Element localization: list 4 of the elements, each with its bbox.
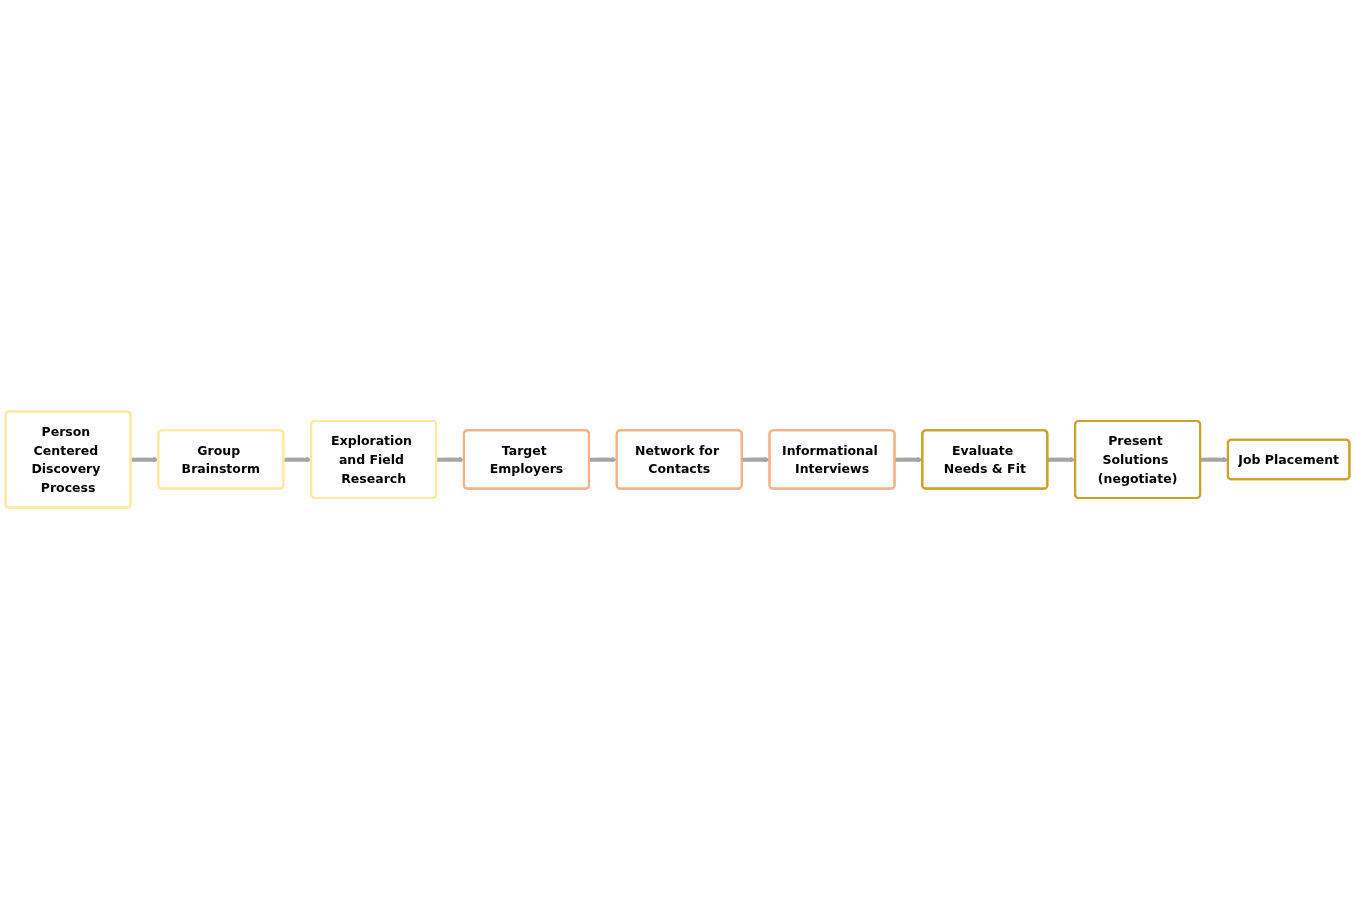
arrow bbox=[283, 456, 312, 463]
arrow bbox=[1047, 456, 1076, 463]
arrow bbox=[894, 456, 923, 463]
arrow bbox=[130, 456, 159, 463]
